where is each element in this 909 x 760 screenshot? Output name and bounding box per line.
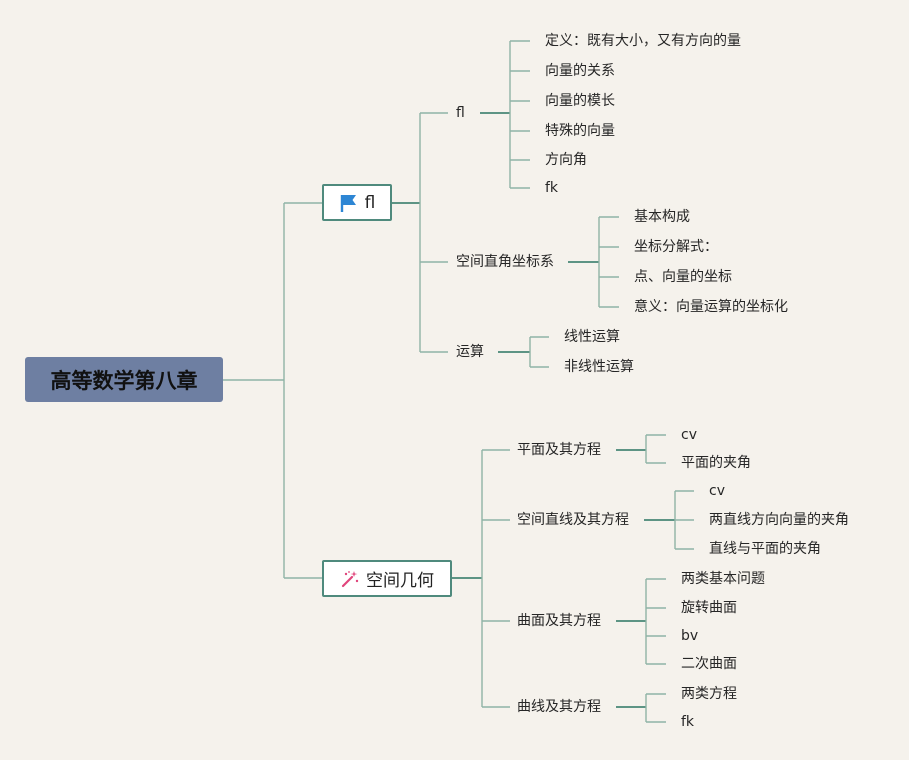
leaf-topic[interactable]: 特殊的向量	[545, 123, 615, 139]
leaf-topic[interactable]: 线性运算	[564, 329, 620, 345]
subtopic-plane[interactable]: 平面及其方程	[517, 442, 601, 458]
leaf-topic[interactable]: fk	[545, 180, 559, 196]
main-topic-space-geometry[interactable]: 空间几何	[322, 560, 452, 597]
main-topic-label: fl	[364, 192, 376, 213]
leaf-topic[interactable]: cv	[709, 483, 725, 499]
leaf-topic[interactable]: 直线与平面的夹角	[709, 541, 821, 557]
subtopic-fl[interactable]: fl	[456, 105, 465, 121]
leaf-topic[interactable]: 非线性运算	[564, 359, 634, 375]
leaf-topic[interactable]: 两类基本问题	[681, 571, 765, 587]
leaf-topic[interactable]: 点、向量的坐标	[634, 269, 732, 285]
leaf-topic[interactable]: 坐标分解式：	[634, 239, 718, 255]
root-topic[interactable]: 高等数学第八章	[25, 357, 223, 402]
subtopic-surface[interactable]: 曲面及其方程	[517, 613, 601, 629]
main-topic-vectors[interactable]: fl	[322, 184, 392, 221]
leaf-topic[interactable]: cv	[681, 427, 697, 443]
subtopic-coordinate-system[interactable]: 空间直角坐标系	[456, 254, 554, 270]
leaf-topic[interactable]: 向量的关系	[545, 63, 615, 79]
leaf-topic[interactable]: 二次曲面	[681, 656, 737, 672]
main-topic-label: 空间几何	[366, 571, 434, 591]
leaf-topic[interactable]: 方向角	[545, 152, 587, 168]
leaf-topic[interactable]: 基本构成	[634, 209, 690, 225]
leaf-topic[interactable]: 平面的夹角	[681, 455, 751, 471]
leaf-topic[interactable]: 旋转曲面	[681, 600, 737, 616]
subtopic-curve[interactable]: 曲线及其方程	[517, 699, 601, 715]
leaf-topic[interactable]: bv	[681, 628, 699, 644]
root-topic-label: 高等数学第八章	[50, 368, 198, 393]
leaf-topic[interactable]: 两直线方向向量的夹角	[709, 512, 849, 528]
leaf-topic[interactable]: 意义：向量运算的坐标化	[634, 299, 788, 315]
leaf-topic[interactable]: 两类方程	[681, 686, 737, 702]
leaf-topic[interactable]: fk	[681, 714, 695, 730]
magic-wand-icon	[341, 570, 359, 587]
subtopic-line[interactable]: 空间直线及其方程	[517, 512, 629, 528]
leaf-topic[interactable]: 定义：既有大小，又有方向的量	[545, 33, 741, 49]
flag-icon	[340, 194, 356, 212]
leaf-topic[interactable]: 向量的模长	[545, 93, 615, 109]
subtopic-operations[interactable]: 运算	[456, 344, 484, 360]
